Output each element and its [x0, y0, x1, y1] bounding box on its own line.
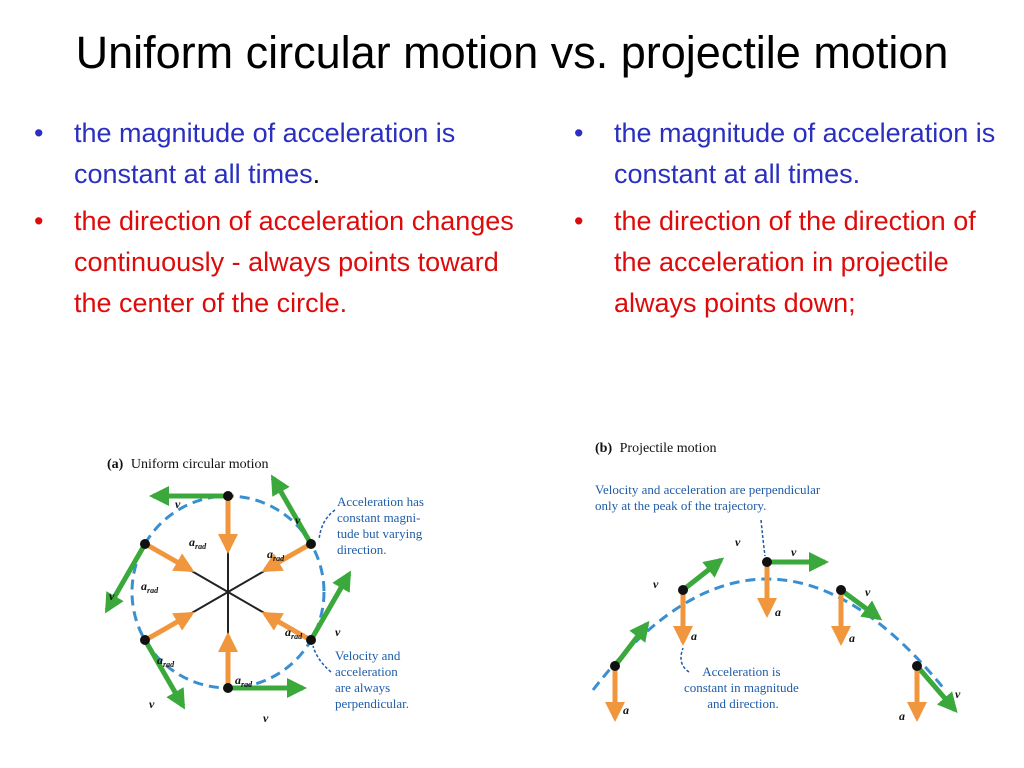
projectile-points — [610, 557, 922, 671]
left-bullet-magnitude: • the magnitude of acceleration is consta… — [34, 113, 514, 195]
velocity-label: v — [335, 625, 341, 639]
figure-b-note-bottom: Acceleration is constant in magnitude an… — [684, 664, 802, 711]
accel-label: arad — [235, 673, 253, 689]
left-bullet-magnitude-text: the magnitude of acceleration is constan… — [74, 118, 456, 189]
left-bullet-magnitude-period: . — [312, 159, 321, 189]
figure-b-caption: (b) Projectile motion — [595, 441, 716, 456]
velocity-label: v — [955, 687, 961, 701]
accel-label: a — [849, 631, 855, 645]
figure-uniform-circular-motion: (a) Uniform circular motion v v v v v — [104, 457, 427, 725]
left-column: • the magnitude of acceleration is consta… — [34, 113, 514, 330]
figure-b-label: (b) — [595, 441, 612, 456]
accel-label: a — [775, 605, 781, 619]
figure-a-label: (a) — [107, 457, 124, 472]
accel-label: arad — [285, 625, 303, 641]
velocity-label: v — [175, 497, 181, 511]
accel-label: arad — [141, 579, 159, 595]
figure-projectile-motion: (b) Projectile motion Velocity and accel… — [591, 441, 961, 723]
bullet-glyph: • — [574, 206, 584, 236]
figure-a-note-top-leader — [318, 509, 336, 541]
left-bullet-direction-text: the direction of acceleration changes co… — [74, 206, 514, 318]
velocity-label: v — [653, 577, 659, 591]
projectile-accel-arrows — [605, 564, 927, 722]
acceleration-arrows — [147, 500, 309, 684]
accel-label: a — [623, 703, 629, 717]
bullet-glyph: • — [574, 118, 584, 148]
figure-a-caption-text: Uniform circular motion — [131, 457, 269, 472]
accel-label: a — [691, 629, 697, 643]
figure-b-note-top: Velocity and acceleration are perpendicu… — [595, 482, 823, 513]
figure-a-caption: (a) Uniform circular motion — [107, 457, 268, 472]
accel-label: arad — [267, 547, 285, 563]
bullet-glyph: • — [34, 206, 44, 236]
velocity-arrows — [104, 474, 352, 710]
velocity-label: v — [791, 545, 797, 559]
accel-label: a — [899, 709, 905, 723]
accel-label: arad — [189, 535, 207, 551]
figure-a-note-bottom: Velocity and acceleration are always per… — [335, 648, 409, 711]
motion-points — [140, 491, 316, 693]
figure-a-vector-labels: v v v v v v arad arad arad arad arad ara… — [109, 497, 341, 725]
right-bullet-direction: • the direction of the direction of the a… — [574, 201, 1004, 324]
right-bullet-magnitude: • the magnitude of acceleration is consta… — [574, 113, 1004, 195]
velocity-label: v — [263, 711, 269, 725]
slide-title: Uniform circular motion vs. projectile m… — [75, 27, 949, 78]
figure-a-note-top: Acceleration has constant magni- tude bu… — [337, 494, 427, 557]
velocity-label: v — [865, 585, 871, 599]
bullet-glyph: • — [34, 118, 44, 148]
left-bullet-list: • the magnitude of acceleration is consta… — [34, 113, 514, 324]
figure-a-note-bottom-leader — [312, 645, 332, 673]
projectile-velocity-arrows — [613, 552, 958, 714]
velocity-label: v — [735, 535, 741, 549]
figure-b-note-bottom-leader — [680, 647, 690, 673]
left-bullet-direction: • the direction of acceleration changes c… — [34, 201, 514, 324]
right-bullet-direction-text: the direction of the direction of the ac… — [614, 206, 976, 318]
accel-label: arad — [157, 653, 175, 669]
velocity-label: v — [109, 589, 115, 603]
right-bullet-magnitude-text: the magnitude of acceleration is constan… — [614, 118, 996, 189]
velocity-label: v — [295, 513, 301, 527]
velocity-label: v — [149, 697, 155, 711]
right-bullet-list: • the magnitude of acceleration is consta… — [574, 113, 1004, 324]
figure-b-caption-text: Projectile motion — [620, 441, 717, 456]
figure-b-note-top-leader — [760, 519, 766, 557]
figure-b-vector-labels: v v v v v a a a a a — [623, 535, 961, 723]
right-column: • the magnitude of acceleration is consta… — [574, 113, 1004, 330]
